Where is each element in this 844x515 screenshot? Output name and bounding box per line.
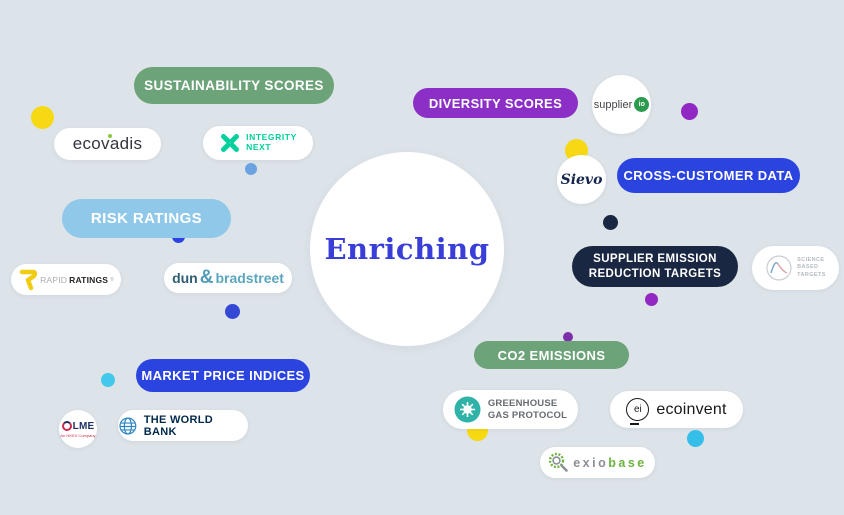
- ghg-starburst-icon: [454, 396, 481, 423]
- category-sustainability-scores: SUSTAINABILITY SCORES: [134, 67, 334, 104]
- ghg-wordmark: GREENHOUSE GAS PROTOCOL: [487, 398, 568, 421]
- accent-dot-blue: [225, 304, 240, 319]
- logo-supplier-io: supplier io: [592, 75, 651, 134]
- logo-exiobase: exiobase: [540, 447, 655, 478]
- category-supplier-emission-reduction-targets: SUPPLIER EMISSION REDUCTION TARGETS: [572, 246, 738, 287]
- category-label: MARKET PRICE INDICES: [141, 368, 305, 383]
- rapidratings-wordmark-bold: RATINGS: [69, 274, 109, 285]
- sievo-wordmark: Sievo: [560, 171, 603, 188]
- category-label: CROSS-CUSTOMER DATA: [623, 168, 794, 183]
- accent-dot-purple: [681, 103, 698, 120]
- lme-wordmark: LME: [72, 420, 95, 432]
- category-risk-ratings: RISK RATINGS: [62, 199, 231, 238]
- center-enriching-circle: Enriching: [310, 152, 504, 346]
- category-label: DIVERSITY SCORES: [428, 95, 563, 111]
- supplierio-wordmark: supplier: [593, 98, 633, 111]
- category-diversity-scores: DIVERSITY SCORES: [413, 88, 578, 118]
- world-bank-wordmark: THE WORLD BANK: [143, 413, 214, 438]
- category-label: RISK RATINGS: [90, 210, 203, 227]
- logo-sievo: Sievo: [557, 155, 606, 204]
- dnb-wordmark-dun: dun: [172, 270, 198, 286]
- globe-icon: [119, 417, 137, 434]
- category-market-price-indices: MARKET PRICE INDICES: [136, 359, 310, 392]
- accent-dot-purple: [645, 293, 658, 306]
- ecovadis-leaf-icon: [108, 134, 112, 138]
- rapidratings-wordmark-light: RAPID: [40, 274, 68, 285]
- category-label-line1: SUPPLIER EMISSION: [593, 252, 717, 265]
- accent-dot-yellow: [31, 106, 54, 129]
- integritynext-x-icon: [221, 134, 240, 152]
- accent-dot-cyan: [101, 373, 115, 387]
- logo-ecovadis: ecovadis: [54, 128, 161, 160]
- ecovadis-wordmark: ecovadis: [72, 134, 143, 153]
- ecoinvent-ei-icon: ei: [626, 398, 650, 425]
- ecoinvent-wordmark: ecoinvent: [656, 400, 727, 418]
- logo-ecoinvent: ei ecoinvent: [610, 391, 743, 428]
- accent-dot-cornflower: [245, 163, 257, 175]
- category-cross-customer-data: CROSS-CUSTOMER DATA: [617, 158, 800, 193]
- category-label: CO2 EMISSIONS: [497, 347, 606, 363]
- logo-world-bank: THE WORLD BANK: [118, 410, 248, 441]
- exiobase-wordmark-exio: exio: [573, 455, 609, 470]
- lme-subtext: An HKEX Company: [60, 432, 96, 438]
- supplierio-io-badge: io: [634, 97, 650, 112]
- magnifier-icon: [549, 452, 569, 472]
- integritynext-wordmark: INTEGRITY NEXT: [246, 132, 297, 152]
- exiobase-wordmark-base: base: [608, 455, 647, 470]
- center-title: Enriching: [324, 232, 490, 266]
- logo-integrity-next: INTEGRITY NEXT: [203, 126, 313, 160]
- category-label: SUSTAINABILITY SCORES: [144, 78, 324, 93]
- category-label-line2: REDUCTION TARGETS: [588, 267, 722, 280]
- logo-dun-bradstreet: dun & bradstreet: [164, 263, 292, 293]
- logo-lme: LME An HKEX Company: [59, 410, 97, 448]
- rapidratings-r-icon: [19, 269, 38, 290]
- dnb-ampersand: &: [199, 267, 214, 288]
- accent-dot-cyan: [687, 430, 704, 447]
- sbt-wordmark: SCIENCE BASED TARGETS: [797, 257, 826, 278]
- logo-ghg-protocol: GREENHOUSE GAS PROTOCOL: [443, 390, 578, 429]
- logo-science-based-targets: SCIENCE BASED TARGETS: [752, 246, 839, 290]
- accent-dot-purple: [563, 332, 573, 342]
- sbt-curve-icon: [766, 255, 792, 281]
- registered-mark: ®: [110, 276, 114, 283]
- accent-dot-navy: [603, 215, 618, 230]
- lme-ring-icon: [61, 421, 72, 431]
- dnb-wordmark-bradstreet: bradstreet: [215, 270, 284, 286]
- category-co2-emissions: CO2 EMISSIONS: [474, 341, 629, 369]
